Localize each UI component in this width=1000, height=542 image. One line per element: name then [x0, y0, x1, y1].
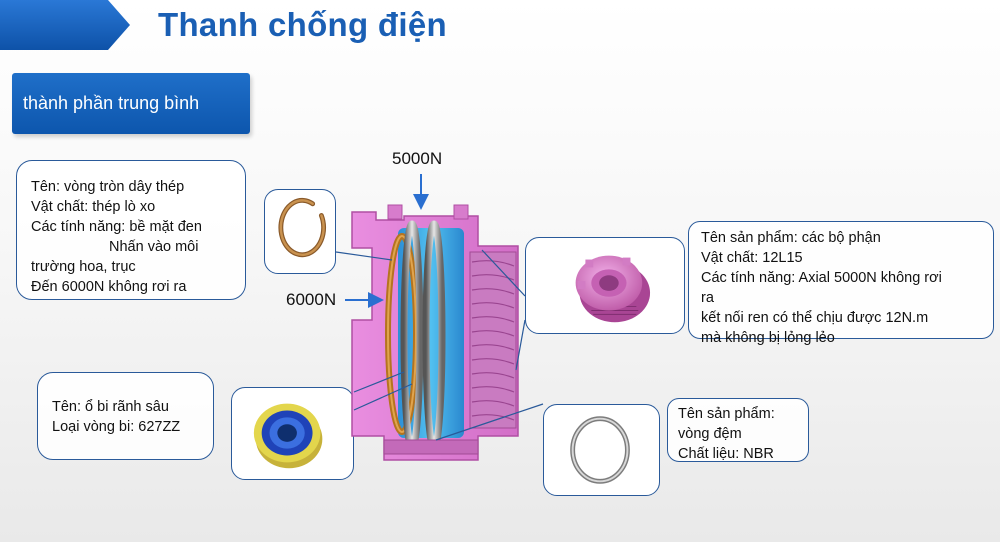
callout-bearing: Tên: ổ bi rãnh sâu Loại vòng bi: 627ZZ [37, 372, 214, 460]
steel-ring-1 [400, 220, 424, 452]
section-label: thành phần trung bình [12, 73, 250, 134]
wire-ring-part [385, 233, 419, 435]
connector-bearing-b [353, 383, 413, 411]
bearing-core [398, 228, 464, 438]
component-photo [525, 237, 685, 334]
connector-component-b [515, 319, 526, 371]
wire-ring-photo [264, 189, 336, 274]
wire-ring-name: Tên: vòng tròn dây thép [31, 179, 185, 195]
steel-ring-2 [422, 220, 446, 452]
gasket-material: Chất liệu: NBR [678, 446, 774, 462]
gasket-name: Tên sản phẩm: [678, 406, 775, 422]
connector-bearing-a [353, 371, 405, 393]
callout-wire-ring: Tên: vòng tròn dây thép Vật chất: thép l… [16, 160, 246, 300]
components-name: Tên sản phẩm: các bộ phận [701, 230, 881, 246]
callout-gasket: Tên sản phẩm: vòng đệm Chất liệu: NBR [667, 398, 809, 462]
connector-gasket [435, 403, 544, 441]
force-label-left: 6000N [286, 290, 337, 309]
wire-ring-feature-cont2: trường hoa, trục [31, 259, 136, 275]
connector-component-a [481, 249, 526, 297]
strut-body [351, 211, 519, 461]
force-label-top: 5000N [392, 149, 443, 168]
header-arrow-shape [0, 0, 130, 50]
components-thread-cont: mà không bị lỏng lẻo [701, 330, 835, 346]
connector-wire-ring [335, 251, 393, 261]
components-material: Vật chất: 12L15 [701, 250, 803, 266]
wire-ring-feature-cont3: Đến 6000N không rơi ra [31, 279, 187, 295]
wire-ring-feature-cont: Nhấn vào môi [109, 239, 199, 255]
page-title: Thanh chống điện [158, 6, 447, 43]
components-feature: Các tính năng: Axial 5000N không rơi [701, 270, 942, 286]
bearing-type: Loại vòng bi: 627ZZ [52, 419, 181, 435]
thread-region [469, 251, 517, 429]
components-thread: kết nối ren có thể chịu được 12N.m [701, 310, 929, 326]
section-label-text: thành phần trung bình [23, 93, 200, 113]
gasket-photo [543, 404, 660, 496]
wire-ring-feature: Các tính năng: bề mặt đen [31, 219, 202, 235]
bearing-name: Tên: ổ bi rãnh sâu [52, 399, 169, 415]
bearing-photo [231, 387, 354, 480]
gasket-name-cont: vòng đệm [678, 426, 742, 442]
callout-components: Tên sản phẩm: các bộ phận Vật chất: 12L1… [688, 221, 994, 346]
wire-ring-material: Vật chất: thép lò xo [31, 199, 156, 215]
components-feature-cont: ra [701, 290, 714, 306]
